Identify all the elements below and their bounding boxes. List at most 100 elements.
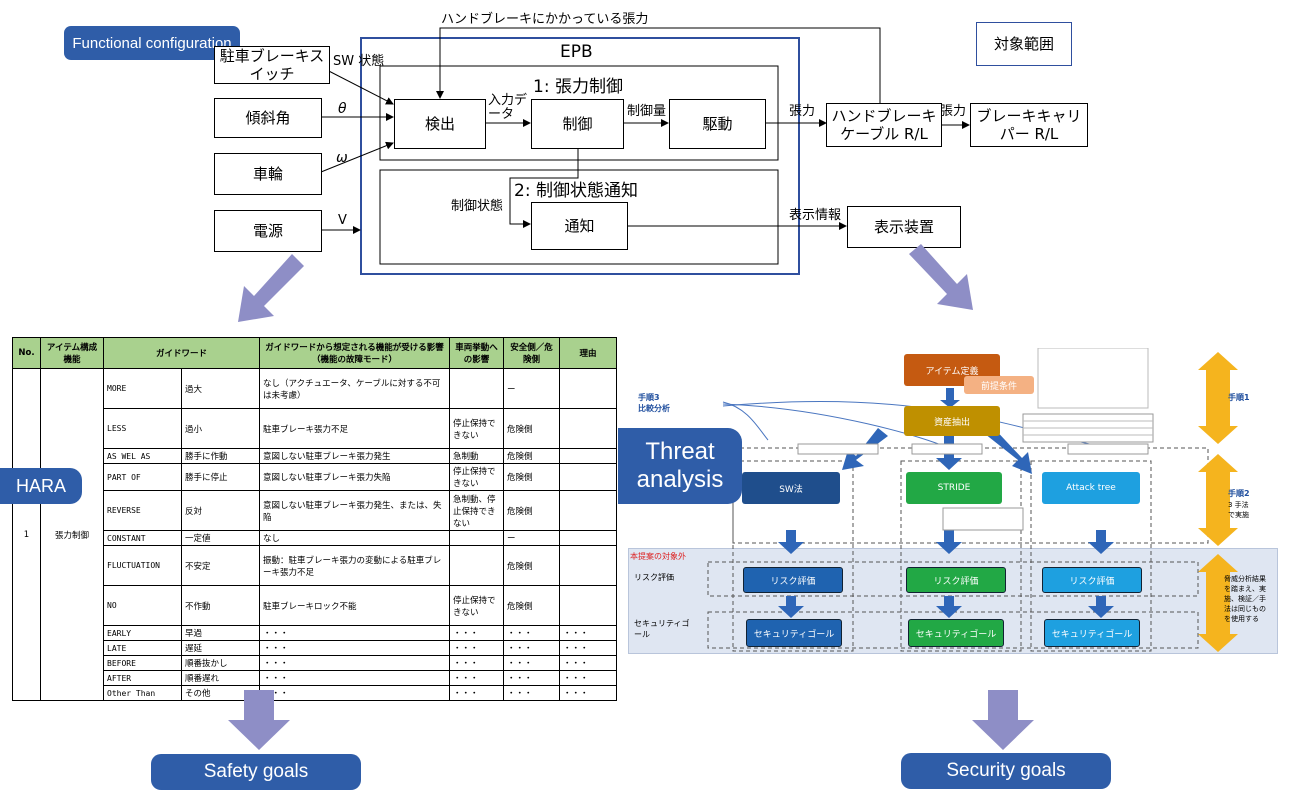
- signal-v: V: [338, 213, 347, 228]
- threat-analysis-label: Threat analysis: [618, 428, 742, 504]
- hara-header: No.: [12, 337, 41, 369]
- hara-guideword-cell: REVERSE: [103, 490, 182, 531]
- method-sw-box: SW法: [742, 472, 840, 504]
- hara-guideword-jp-cell: 順番抜かし: [180, 655, 261, 671]
- edge-tension-2: 張力: [940, 104, 967, 119]
- edge-display-info: 表示情報: [789, 208, 842, 223]
- hara-vehicle-cell: [449, 545, 505, 586]
- hara-vehicle-cell: ・・・: [449, 670, 505, 686]
- hara-header: 車両挙動への影響: [449, 337, 505, 369]
- goal-row-label: セキュリティゴール: [634, 619, 690, 639]
- goal-attack-tree-box: セキュリティゴール: [1044, 619, 1140, 647]
- hara-guideword-cell: MORE: [103, 368, 182, 409]
- output-display: 表示装置: [847, 206, 961, 248]
- hara-reason-cell: [559, 585, 618, 626]
- hara-effect-cell: なし: [259, 530, 451, 546]
- hara-safety-cell: ・・・: [503, 640, 561, 656]
- hara-effect-cell: 意図しない駐車ブレーキ張力失陥: [259, 463, 451, 491]
- hara-guideword-jp-cell: 勝手に停止: [180, 463, 261, 491]
- step3-label: 手順3 比較分析: [638, 393, 670, 413]
- hara-effect-cell: 振動：駐車ブレーキ張力の変動による駐車ブレーキ張力不足: [259, 545, 451, 586]
- threat-panel: 本提案の対象外 リスク評価 セキュリティゴール アイ: [628, 348, 1278, 654]
- hara-effect-cell: ・・・: [259, 640, 451, 656]
- feedback-label: ハンドブレーキにかかっている張力: [441, 12, 649, 27]
- safety-goals-label: Safety goals: [151, 754, 361, 790]
- hara-header-row: No. アイテム構成機能 ガイドワード ガイドワードから想定される機能が受ける影…: [12, 337, 618, 369]
- hara-effect-cell: ・・・: [259, 625, 451, 641]
- risk-stride-box: リスク評価: [906, 567, 1006, 593]
- hara-reason-cell: [559, 368, 618, 409]
- input-switch: 駐車ブレーキスイッチ: [214, 46, 330, 84]
- hara-vehicle-cell: ・・・: [449, 655, 505, 671]
- step1-label: 手順1: [1228, 393, 1250, 402]
- hara-guideword-cell: Other Than: [103, 685, 182, 701]
- edge-tension: 張力: [789, 104, 816, 119]
- hara-no-cell: 1: [12, 368, 41, 701]
- output-cable: ハンドブレーキケーブル R/L: [826, 103, 942, 147]
- hara-guideword-cell: EARLY: [103, 625, 182, 641]
- hara-reason-cell: [559, 545, 618, 586]
- block-notify: 通知: [531, 202, 628, 250]
- hara-reason-cell: [559, 463, 618, 491]
- scope-legend: 対象範囲: [976, 22, 1072, 66]
- input-tilt: 傾斜角: [214, 98, 322, 138]
- hara-vehicle-cell: ・・・: [449, 640, 505, 656]
- goal-sw-box: セキュリティゴール: [746, 619, 842, 647]
- hara-safety-cell: ー: [503, 530, 561, 546]
- hara-header: 理由: [559, 337, 618, 369]
- hara-safety-cell: 危険側: [503, 545, 561, 586]
- hara-reason-cell: [559, 408, 618, 449]
- hara-safety-cell: ・・・: [503, 685, 561, 701]
- down-arrow-security: [972, 690, 1034, 750]
- threat-connectors: [707, 348, 1238, 652]
- flow-arrow-right: [909, 244, 973, 310]
- method-attack-tree-box: Attack tree: [1042, 472, 1140, 504]
- hara-guideword-jp-cell: 反対: [180, 490, 261, 531]
- hara-safety-cell: 危険側: [503, 585, 561, 626]
- hara-guideword-jp-cell: 不作動: [180, 585, 261, 626]
- hara-safety-cell: 危険側: [503, 448, 561, 464]
- hara-safety-cell: 危険側: [503, 463, 561, 491]
- hara-table: No. アイテム構成機能 ガイドワード ガイドワードから想定される機能が受ける影…: [12, 337, 618, 701]
- hara-effect-cell: ・・・: [259, 655, 451, 671]
- hara-reason-cell: ・・・: [559, 655, 618, 671]
- hara-header: ガイドワードから想定される機能が受ける影響（機能の故障モード）: [259, 337, 451, 369]
- hara-vehicle-cell: 停止保持できない: [449, 408, 505, 449]
- signal-omega: ω: [336, 150, 348, 166]
- hara-header: ガイドワード: [102, 337, 261, 369]
- flow-arrow-left: [238, 254, 304, 322]
- hara-guideword-cell: AFTER: [103, 670, 182, 686]
- hara-effect-cell: 駐車ブレーキ張力不足: [259, 408, 451, 449]
- hara-guideword-jp-cell: 勝手に作動: [180, 448, 261, 464]
- hara-reason-cell: [559, 530, 618, 546]
- hara-safety-cell: 危険側: [503, 408, 561, 449]
- hara-reason-cell: ・・・: [559, 625, 618, 641]
- hara-vehicle-cell: ・・・: [449, 625, 505, 641]
- hara-guideword-cell: AS WEL AS: [103, 448, 182, 464]
- block-detect: 検出: [394, 99, 486, 149]
- hara-reason-cell: ・・・: [559, 640, 618, 656]
- hara-guideword-cell: BEFORE: [103, 655, 182, 671]
- hara-guideword-cell: NO: [103, 585, 182, 626]
- hara-reason-cell: [559, 490, 618, 531]
- security-goals-label: Security goals: [901, 753, 1111, 789]
- hara-safety-cell: ・・・: [503, 655, 561, 671]
- out-of-scope-label: 本提案の対象外: [630, 552, 686, 561]
- block-drive: 駆動: [669, 99, 766, 149]
- hara-guideword-jp-cell: 過大: [180, 368, 261, 409]
- hara-guideword-cell: LESS: [103, 408, 182, 449]
- signal-theta: θ: [338, 101, 347, 117]
- risk-row-label: リスク評価: [634, 573, 674, 582]
- hara-label: HARA: [0, 468, 82, 504]
- functional-configuration-label: Functional configuration: [64, 26, 240, 60]
- block-control: 制御: [531, 99, 624, 149]
